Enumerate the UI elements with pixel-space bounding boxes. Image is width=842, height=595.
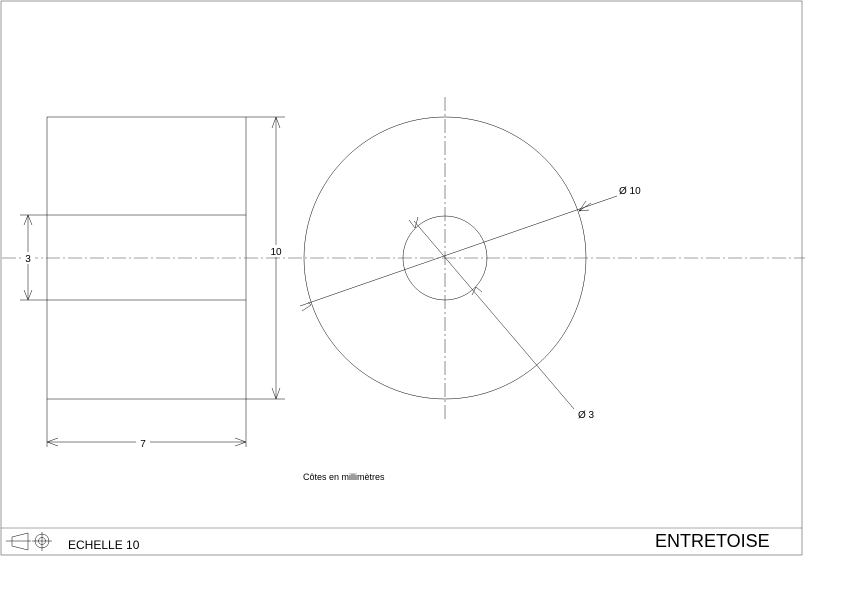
units-note: Côtes en millimètres <box>303 472 385 482</box>
arrow-icon <box>578 200 590 212</box>
projection-symbol <box>6 532 52 551</box>
arrow-icon <box>408 216 419 229</box>
outer-diameter-label: Ø 10 <box>619 186 641 197</box>
width-dimension: 7 <box>46 399 247 450</box>
sheet-frame <box>0 0 803 556</box>
first-angle-projection-icon <box>6 532 52 551</box>
arrow-icon <box>301 301 312 312</box>
arrow-icon <box>46 437 59 447</box>
drawing-title: ENTRETOISE <box>655 531 770 551</box>
height-dimension: 10 <box>246 116 285 400</box>
bore-dimension: 3 <box>21 214 35 301</box>
inner-diameter-label: Ø 3 <box>578 410 595 421</box>
inner-diameter-line <box>413 220 575 410</box>
bore-dimension-label: 3 <box>25 254 31 265</box>
side-view <box>303 97 587 420</box>
outer-diameter-dimension: Ø 10 <box>299 186 641 312</box>
outer-diameter-line <box>299 195 618 307</box>
scale-label: ECHELLE 10 <box>68 538 140 552</box>
arrow-icon <box>23 214 33 226</box>
arrow-icon <box>578 202 592 212</box>
arrow-icon <box>471 286 483 296</box>
height-dimension-label: 10 <box>270 247 282 258</box>
arrow-icon <box>234 437 247 447</box>
inner-diameter-dimension: Ø 3 <box>408 216 595 421</box>
arrow-icon <box>23 289 33 301</box>
outer-circle <box>303 116 587 400</box>
arrow-icon <box>271 116 281 129</box>
width-dimension-label: 7 <box>140 439 146 450</box>
arrow-icon <box>271 387 281 400</box>
